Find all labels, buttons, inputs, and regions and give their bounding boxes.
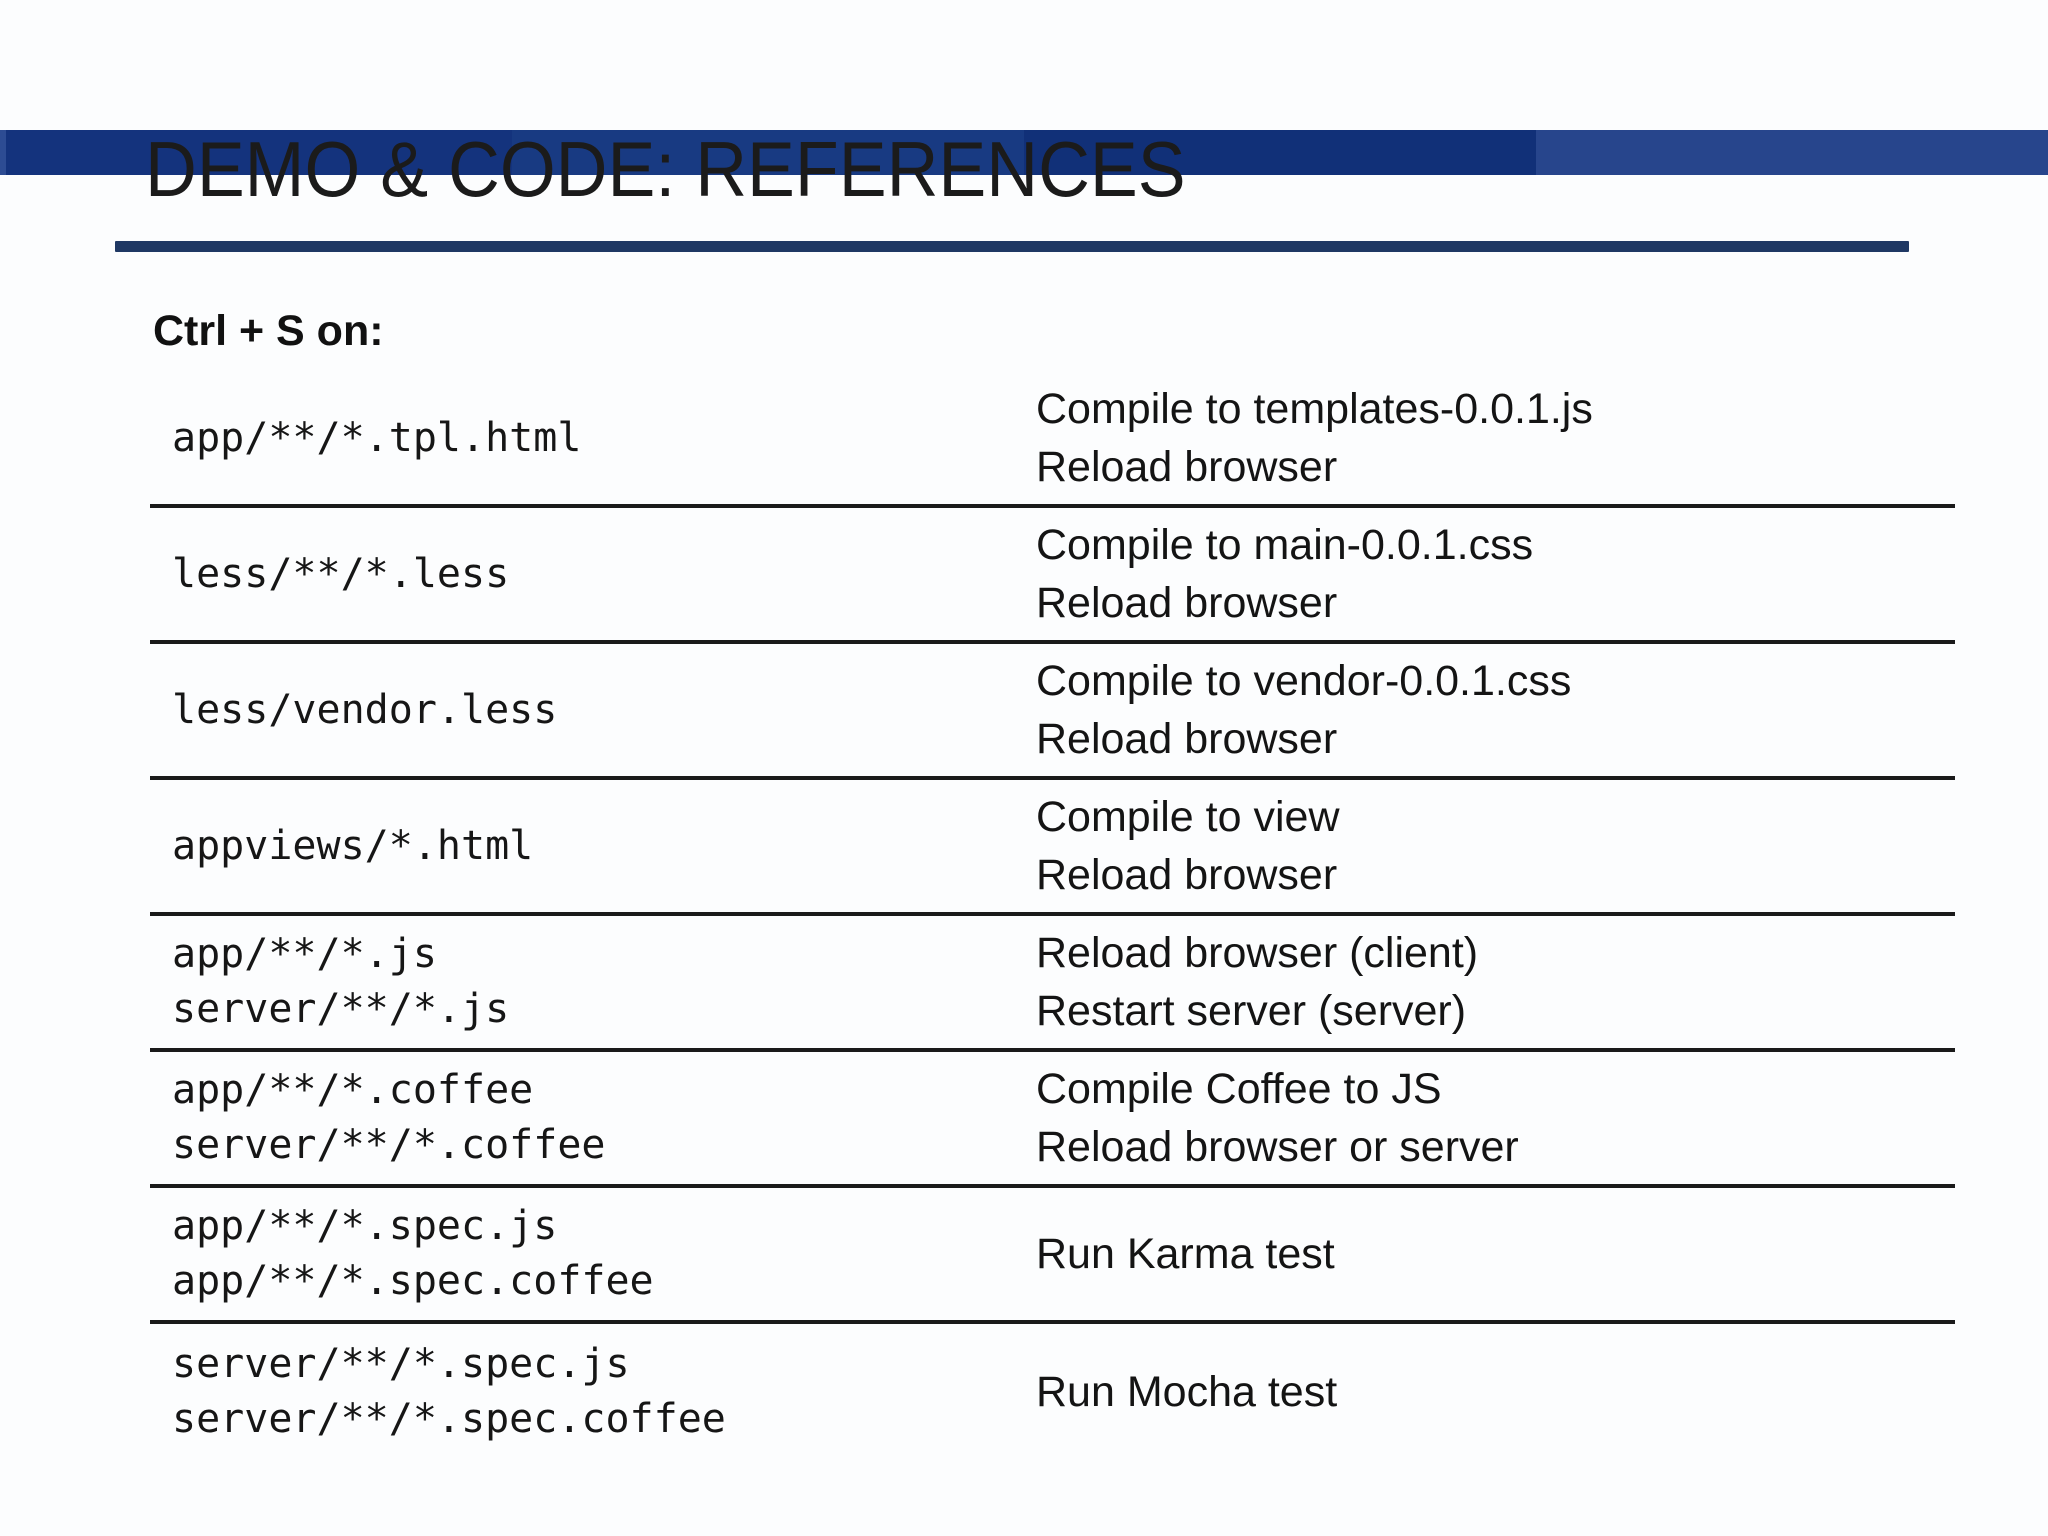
table-row: app/**/*.tpl.html Compile to templates-0… [150,372,1955,509]
action-cell: Compile to templates-0.0.1.js Reload bro… [1036,385,1593,492]
table-row: less/vendor.less Compile to vendor-0.0.1… [150,644,1955,781]
table-row: less/**/*.less Compile to main-0.0.1.css… [150,508,1955,645]
table-row: appviews/*.html Compile to view Reload b… [150,780,1955,917]
top-banner-edge [0,130,6,175]
file-pattern-cell: app/**/*.tpl.html [172,414,582,461]
file-pattern-cell: server/**/*.spec.js server/**/*.spec.cof… [172,1341,726,1443]
file-pattern-cell: less/vendor.less [172,686,558,733]
action-cell: Run Mocha test [1036,1368,1338,1417]
top-banner-segment [1024,130,1536,175]
action-cell: Compile to vendor-0.0.1.css Reload brows… [1036,657,1572,764]
table-row: app/**/*.js server/**/*.js Reload browse… [150,916,1955,1053]
save-actions-table: app/**/*.tpl.html Compile to templates-0… [150,372,1955,1460]
file-pattern-cell: app/**/*.coffee server/**/*.coffee [172,1067,606,1169]
action-cell: Compile Coffee to JS Reload browser or s… [1036,1065,1519,1172]
top-banner-segment [1536,130,2048,175]
top-banner [0,130,2048,175]
file-pattern-cell: app/**/*.spec.js app/**/*.spec.coffee [172,1203,654,1305]
slide-title: DEMO & CODE: REFERENCES [145,125,1186,213]
file-pattern-cell: appviews/*.html [172,822,534,869]
action-cell: Run Karma test [1036,1230,1335,1279]
table-row: server/**/*.spec.js server/**/*.spec.cof… [150,1324,1955,1460]
table-row: app/**/*.coffee server/**/*.coffee Compi… [150,1052,1955,1189]
action-cell: Compile to view Reload browser [1036,793,1340,900]
top-banner-segment [0,130,512,175]
file-pattern-cell: less/**/*.less [172,550,510,597]
action-cell: Reload browser (client) Restart server (… [1036,929,1479,1036]
ctrl-s-heading: Ctrl + S on: [153,307,384,355]
top-banner-segment [512,130,1024,175]
title-rule [115,241,1909,252]
file-pattern-cell: app/**/*.js server/**/*.js [172,931,510,1033]
table-row: app/**/*.spec.js app/**/*.spec.coffee Ru… [150,1188,1955,1325]
action-cell: Compile to main-0.0.1.css Reload browser [1036,521,1534,628]
